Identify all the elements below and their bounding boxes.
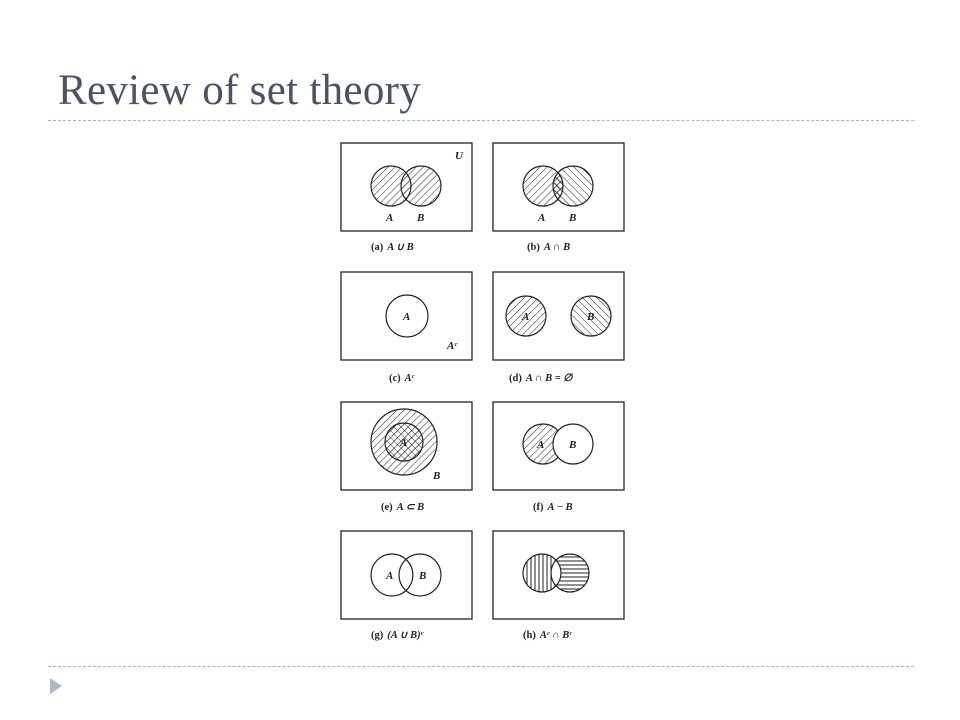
set-a-label: A — [537, 212, 545, 224]
svg-text:(h) Aᶜ ∩ Bᶜ: (h) Aᶜ ∩ Bᶜ — [523, 625, 572, 642]
set-a-label: A — [521, 311, 529, 323]
set-b-label: B — [416, 212, 424, 224]
slide-title: Review of set theory — [58, 67, 422, 114]
panel-e-caption-text: A ⊂ B — [396, 502, 424, 513]
set-b-label: B — [418, 570, 426, 582]
set-b-label: B — [568, 212, 576, 224]
panel-e-caption-label: (e) — [381, 502, 393, 513]
panel-h-complement-intersection: (h) Aᶜ ∩ Bᶜ — [492, 530, 625, 642]
svg-text:(g) (A ∪ B)ᶜ: (g) (A ∪ B)ᶜ — [371, 625, 424, 642]
complement-label: Aᶜ — [446, 340, 458, 352]
triangle-right-icon — [50, 678, 62, 694]
svg-text:(b) A ∩ B: (b) A ∩ B — [527, 237, 570, 254]
panel-a-union: A B U (a) A ∪ B — [340, 142, 473, 254]
set-b-label: B — [586, 311, 594, 323]
panel-c-caption-text: Aᶜ — [404, 373, 415, 384]
set-a-label: A — [385, 212, 393, 224]
footer-divider — [48, 666, 914, 667]
panel-b-intersection: A B (b) A ∩ B — [492, 142, 625, 254]
panel-h-caption-text: Aᶜ ∩ Bᶜ — [539, 630, 572, 641]
set-a-label: A — [536, 439, 544, 451]
title-divider — [48, 120, 914, 121]
svg-text:(a) A ∪ B: (a) A ∪ B — [371, 237, 414, 254]
svg-text:(e) A ⊂ B: (e) A ⊂ B — [381, 497, 424, 514]
set-a-label: A — [402, 311, 410, 323]
panel-a-caption-label: (a) — [371, 242, 384, 253]
panel-f-caption-text: A − B — [547, 502, 573, 513]
panel-b-caption-label: (b) — [527, 242, 540, 253]
panel-d-disjoint: A B (d) A ∩ B = ∅ — [492, 271, 625, 385]
panel-f-caption-label: (f) — [533, 502, 544, 513]
panel-c-complement: A Aᶜ (c) Aᶜ — [340, 271, 473, 385]
panel-a-caption-text: A ∪ B — [386, 242, 413, 253]
set-a-label: A — [399, 437, 407, 449]
set-b-label: B — [568, 439, 576, 451]
svg-text:(c) Aᶜ: (c) Aᶜ — [389, 368, 415, 385]
panel-b-caption-text: A ∩ B — [543, 242, 570, 253]
panel-e-subset: A B (e) A ⊂ B — [340, 401, 473, 514]
set-a-label: A — [385, 570, 393, 582]
panel-g-caption-text: (A ∪ B)ᶜ — [387, 630, 423, 641]
panel-d-caption-text: A ∩ B = ∅ — [525, 373, 574, 384]
set-b-label: B — [432, 470, 440, 482]
svg-text:(f) A − B: (f) A − B — [533, 497, 573, 514]
panel-d-caption-label: (d) — [509, 373, 522, 384]
panel-h-caption-label: (h) — [523, 630, 536, 641]
panel-f-difference: A B (f) A − B — [492, 401, 625, 514]
panel-c-caption-label: (c) — [389, 373, 401, 384]
svg-text:(d) A ∩ B = ∅: (d) A ∩ B = ∅ — [509, 368, 574, 385]
panel-g-caption-label: (g) — [371, 630, 384, 641]
panel-g-complement-union: A B (g) (A ∪ B)ᶜ — [340, 530, 473, 642]
universe-label: U — [455, 150, 464, 162]
venn-diagram-figure: A B U (a) A ∪ B A B (b) A ∩ B A Aᶜ (c) A… — [340, 142, 625, 642]
